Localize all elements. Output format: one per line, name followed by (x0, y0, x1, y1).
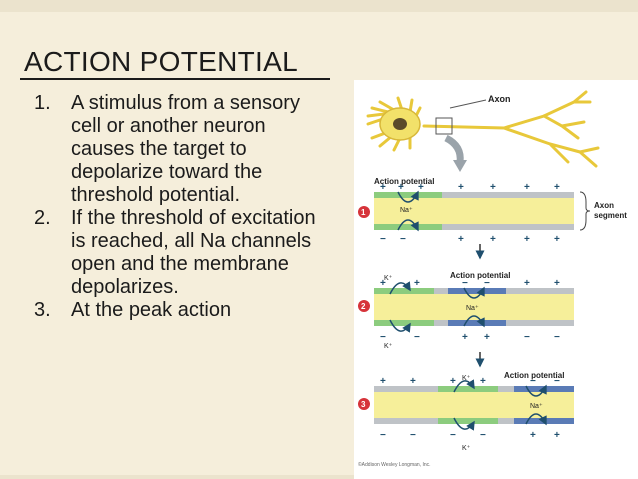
action-potential-label-1: Action potential (374, 177, 434, 186)
svg-text:−: − (484, 278, 490, 289)
k-label-2a: K⁺ (384, 275, 393, 282)
list-item-3: 3. At the peak action (34, 299, 334, 322)
slide-top-band (0, 0, 638, 12)
svg-text:+: + (414, 278, 420, 289)
svg-text:−: − (554, 332, 560, 343)
title-underline (20, 78, 330, 80)
list-number: 2. (34, 207, 51, 229)
na-label-3: Na⁺ (530, 403, 543, 410)
svg-text:+: + (554, 182, 560, 193)
neuron-illustration: Axon (366, 90, 600, 172)
figure-svg: Axon Action potential + + + + + + + − − + + + + Na… (358, 90, 627, 468)
axon-segment-label-2: segment (594, 211, 627, 220)
action-potential-label-2: Action potential (450, 271, 510, 280)
na-label-1: Na⁺ (400, 207, 413, 214)
k-label-3a: K⁺ (462, 375, 471, 382)
svg-text:+: + (458, 234, 464, 245)
svg-text:+: + (554, 234, 560, 245)
svg-text:−: − (380, 234, 386, 245)
svg-text:+: + (462, 332, 468, 343)
svg-text:−: − (380, 430, 386, 441)
svg-text:+: + (398, 182, 404, 193)
figure-credit: ©Addison Wesley Longman, Inc. (358, 461, 431, 468)
svg-text:−: − (524, 332, 530, 343)
svg-text:−: − (414, 332, 420, 343)
action-potential-label-3: Action potential (504, 371, 564, 380)
svg-text:+: + (554, 430, 560, 441)
svg-text:−: − (554, 376, 560, 387)
svg-text:+: + (530, 430, 536, 441)
list-number: 1. (34, 92, 51, 114)
svg-text:+: + (380, 182, 386, 193)
k-label-2b: K⁺ (384, 343, 393, 350)
svg-text:−: − (380, 332, 386, 343)
svg-text:+: + (490, 182, 496, 193)
bullet-list: 1. A stimulus from a sensory cell or ano… (34, 92, 334, 322)
panel-3: Action potential + + + + − − − − − − + + K⁺ K⁺ Na⁺… (358, 371, 574, 468)
slide-title: ACTION POTENTIAL (24, 46, 298, 77)
svg-text:+: + (490, 234, 496, 245)
list-item-text: If the threshold of excitation is reache… (71, 207, 316, 298)
k-label-3b: K⁺ (462, 445, 471, 452)
svg-text:−: − (462, 278, 468, 289)
svg-text:−: − (480, 430, 486, 441)
svg-text:+: + (524, 278, 530, 289)
svg-text:+: + (524, 234, 530, 245)
list-item-text: At the peak action (71, 299, 232, 321)
svg-text:+: + (410, 376, 416, 387)
svg-text:+: + (458, 182, 464, 193)
svg-text:−: − (410, 430, 416, 441)
step-3-badge: 3 (361, 400, 366, 409)
list-number: 3. (34, 299, 51, 321)
step-2-badge: 2 (361, 302, 366, 311)
step-1-badge: 1 (361, 208, 366, 217)
svg-text:−: − (400, 234, 406, 245)
svg-text:+: + (554, 278, 560, 289)
list-item-1: 1. A stimulus from a sensory cell or ano… (34, 92, 334, 207)
panel-2: Action potential + + − − + + − − + + − − K⁺ K⁺ Na⁺… (358, 271, 574, 368)
slide-bottom-band (0, 475, 638, 479)
list-item-text: A stimulus from a sensory cell or anothe… (71, 92, 300, 206)
svg-text:+: + (450, 376, 456, 387)
svg-text:+: + (484, 332, 490, 343)
svg-text:−: − (530, 376, 536, 387)
svg-text:+: + (524, 182, 530, 193)
svg-text:−: − (450, 430, 456, 441)
na-label-2: Na⁺ (466, 305, 479, 312)
svg-text:+: + (418, 182, 424, 193)
svg-text:+: + (480, 376, 486, 387)
panel-1: Action potential + + + + + + + − − + + + + Na⁺ 1 A… (358, 177, 627, 260)
svg-text:+: + (380, 278, 386, 289)
list-item-2: 2. If the threshold of excitation is rea… (34, 207, 334, 299)
svg-text:+: + (380, 376, 386, 387)
axon-label: Axon (488, 94, 511, 104)
action-potential-figure: Axon Action potential + + + + + + + − − + + + + Na… (354, 80, 638, 479)
axon-segment-label-1: Axon (594, 201, 614, 210)
